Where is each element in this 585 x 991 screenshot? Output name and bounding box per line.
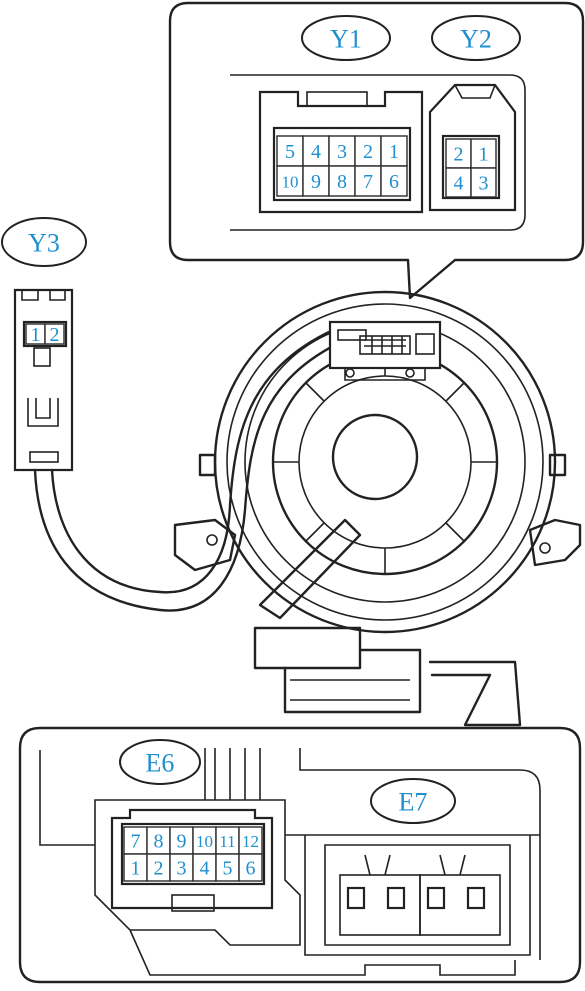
pin-cell: [302, 135, 330, 167]
y3-label: Y3: [28, 229, 60, 258]
pin-number: 3: [177, 858, 187, 880]
pin-cell: [470, 167, 497, 198]
pin-number: 5: [285, 141, 295, 163]
pin-number: 6: [389, 171, 399, 193]
bottom-callout: [18, 726, 582, 984]
e7-label: E7: [399, 788, 428, 817]
pin-cell: [470, 138, 497, 169]
pin-number: 2: [454, 144, 464, 166]
pin-cell: [328, 165, 356, 197]
pin-number: 4: [200, 858, 210, 880]
pin-number: 1: [31, 324, 41, 346]
e7-label-oval: [370, 778, 456, 824]
pin-cell: [238, 853, 263, 882]
pin-number: 10: [282, 173, 299, 192]
pin-cell: [445, 167, 472, 198]
pin-number: 10: [196, 832, 213, 851]
pin-cell: [328, 135, 356, 167]
pin-number: 4: [311, 141, 321, 163]
pin-number: 5: [223, 858, 233, 880]
pin-number: 9: [311, 171, 321, 193]
pin-number: 8: [154, 831, 164, 853]
pin-number: 1: [479, 144, 489, 166]
top-callout: [168, 1, 585, 300]
pin-number: 7: [363, 171, 373, 193]
pin-number: 6: [246, 858, 256, 880]
y2-label: Y2: [460, 25, 492, 54]
pin-number: 12: [242, 832, 259, 851]
e6-label: E6: [146, 749, 175, 778]
pin-number: 8: [337, 171, 347, 193]
y1-label: Y1: [330, 25, 362, 54]
y1-label-oval: [301, 15, 391, 61]
pin-cell: [276, 165, 304, 197]
pin-number: 2: [154, 858, 164, 880]
pin-number: 11: [219, 832, 235, 851]
pin-number: 2: [363, 141, 373, 163]
e7-connector: [339, 854, 501, 936]
pin-number: 1: [389, 141, 399, 163]
pin-cell: [302, 165, 330, 197]
pin-number: 3: [479, 173, 489, 195]
pin-cell: [44, 323, 65, 345]
pin-cell: [380, 135, 408, 167]
pin-number: 2: [50, 324, 60, 346]
pin-number: 3: [337, 141, 347, 163]
pin-number: 9: [177, 831, 187, 853]
clock-spring-body: [173, 290, 582, 714]
y2-label-oval: [431, 15, 521, 61]
pin-cell: [380, 165, 408, 197]
e6-label-oval: [119, 739, 201, 785]
pin-number: 7: [131, 831, 141, 853]
pin-number: 1: [131, 858, 141, 880]
y3-label-oval: [1, 217, 87, 267]
pin-number: 4: [454, 173, 464, 195]
